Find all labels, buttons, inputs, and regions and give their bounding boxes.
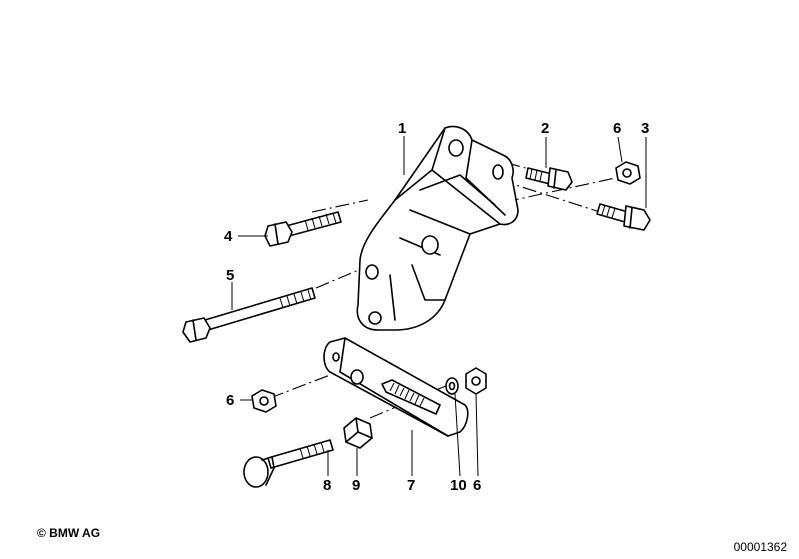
nut-6-right [465,367,487,395]
nut-6-left [251,389,277,413]
gear-nut-9 [343,417,373,449]
callout-7: 7 [407,477,415,494]
callout-3: 3 [641,120,649,137]
callout-labels: 1 2 6 3 4 5 6 8 9 7 10 6 [224,120,649,494]
nut-6-top [615,161,641,185]
bolt-8 [243,439,334,488]
reference-number: 00001362 [733,540,787,554]
adjusting-plate [323,337,469,437]
bolt-2 [525,167,573,191]
leader-lines [231,136,647,477]
bolt-3 [596,203,651,231]
callout-6-right: 6 [473,477,481,494]
callout-6-top: 6 [613,120,621,137]
callout-10: 10 [450,477,467,494]
copyright-notice: © BMW AG [37,526,101,540]
callout-2: 2 [541,120,549,137]
bolt-5 [182,287,316,343]
callout-1: 1 [398,120,406,137]
bolt-4 [264,211,342,247]
callout-8: 8 [323,477,331,494]
callout-4: 4 [224,228,233,245]
washer-10 [445,377,459,395]
bracket [356,125,519,331]
callout-9: 9 [352,477,360,494]
callout-6-left: 6 [226,392,234,409]
callout-5: 5 [226,267,234,284]
